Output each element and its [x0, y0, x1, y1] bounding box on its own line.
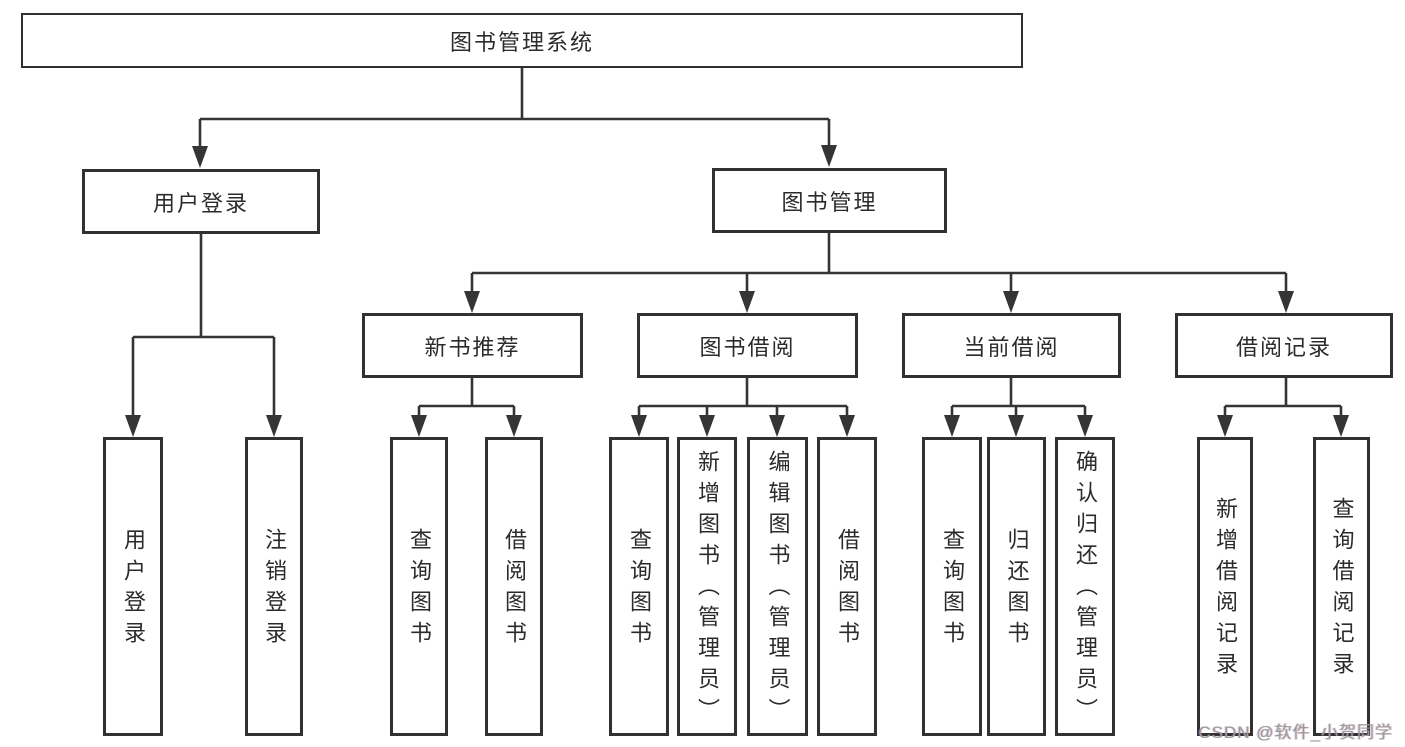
arrowhead	[1278, 291, 1294, 313]
leaf-borrow-books-recommend: 借阅图书	[485, 437, 543, 736]
connector-current-borrow-children	[944, 378, 1093, 437]
node-current-borrow: 当前借阅	[902, 313, 1121, 378]
arrowhead	[1217, 415, 1233, 437]
arrowhead	[699, 415, 715, 437]
arrowhead	[125, 415, 141, 437]
node-book-management: 图书管理	[712, 168, 947, 233]
leaf-query-books-recommend: 查询图书	[390, 437, 448, 736]
node-user-login: 用户登录	[82, 169, 320, 234]
arrowhead	[1003, 291, 1019, 313]
connector-book-management-children	[464, 233, 1294, 313]
arrowhead	[944, 415, 960, 437]
node-book-borrow: 图书借阅	[637, 313, 858, 378]
arrowhead	[506, 415, 522, 437]
leaf-edit-books-admin: 编辑图书（管理员）	[747, 437, 808, 736]
leaf-return-books: 归还图书	[987, 437, 1046, 736]
arrowhead	[192, 146, 208, 168]
leaf-logout: 注销登录	[245, 437, 303, 736]
leaf-query-books-current: 查询图书	[922, 437, 982, 736]
leaf-query-borrow-record: 查询借阅记录	[1313, 437, 1370, 736]
connector-borrow-records-children	[1217, 378, 1349, 437]
arrowhead	[464, 291, 480, 313]
arrowhead	[631, 415, 647, 437]
connector-book-borrow-children	[631, 378, 855, 437]
leaf-add-borrow-record: 新增借阅记录	[1197, 437, 1253, 736]
arrowhead	[1333, 415, 1349, 437]
node-root-library-system: 图书管理系统	[21, 13, 1023, 68]
node-new-book-recommend: 新书推荐	[362, 313, 583, 378]
arrowhead	[769, 415, 785, 437]
arrowhead	[839, 415, 855, 437]
arrowhead	[266, 415, 282, 437]
leaf-confirm-return-admin: 确认归还（管理员）	[1055, 437, 1115, 736]
leaf-query-books-borrow: 查询图书	[609, 437, 669, 736]
connector-user-login-children	[125, 234, 282, 437]
leaf-add-books-admin: 新增图书（管理员）	[677, 437, 737, 736]
arrowhead	[411, 415, 427, 437]
arrowhead	[739, 291, 755, 313]
arrowhead	[821, 145, 837, 167]
node-borrow-records: 借阅记录	[1175, 313, 1393, 378]
connector-new-book-children	[411, 378, 522, 437]
leaf-borrow-books: 借阅图书	[817, 437, 877, 736]
leaf-user-login: 用户登录	[103, 437, 163, 736]
connector-root-to-level2	[192, 68, 837, 168]
arrowhead	[1008, 415, 1024, 437]
csdn-watermark: CSDN @软件_小贺同学	[1198, 723, 1393, 742]
arrowhead	[1077, 415, 1093, 437]
